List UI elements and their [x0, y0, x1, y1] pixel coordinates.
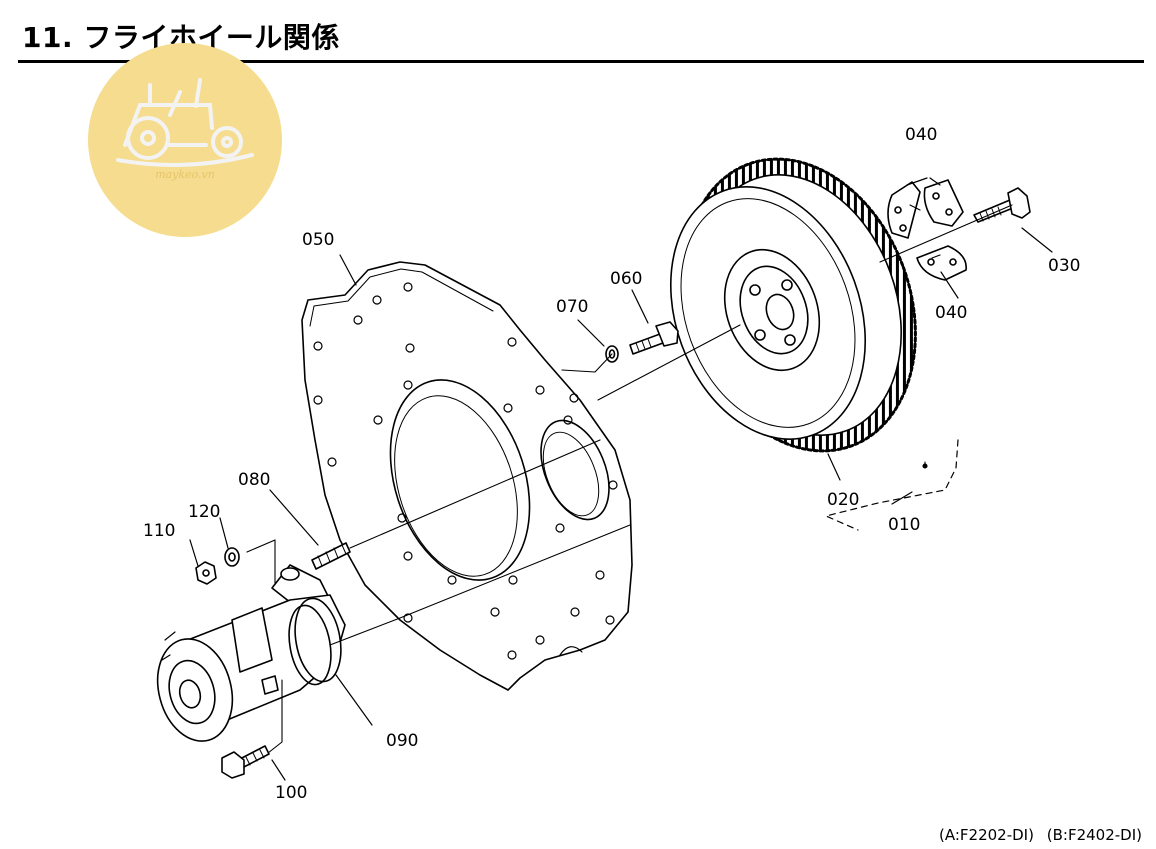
flywheel-housing-plate [301, 261, 633, 691]
spring-washer [224, 547, 240, 567]
callout-040-bottom: 040 [935, 303, 967, 323]
callout-020: 020 [827, 490, 859, 510]
hex-nut [195, 561, 217, 585]
callout-010: 010 [888, 515, 920, 535]
callout-090: 090 [386, 731, 418, 751]
watermark-text: maykeo.vn [155, 168, 215, 181]
callout-060: 060 [610, 269, 642, 289]
callout-080: 080 [238, 470, 270, 490]
callout-040-top: 040 [905, 125, 937, 145]
starter-bolt [221, 745, 270, 779]
assembly-lines [246, 204, 1013, 754]
stud-bolt [311, 542, 351, 570]
flywheel-ring-gear [669, 157, 917, 453]
callout-030: 030 [1048, 256, 1080, 276]
model-footnote: (A:F2202-DI) (B:F2402-DI) [931, 826, 1142, 844]
lock-plate-upper [887, 179, 964, 239]
watermark-logo: maykeo.vn [88, 43, 282, 237]
callout-050: 050 [302, 230, 334, 250]
model-a: (A:F2202-DI) [939, 826, 1034, 844]
callout-labels: 040 030 040 050 060 070 080 120 110 090 … [143, 125, 1080, 803]
callout-110: 110 [143, 521, 175, 541]
flywheel-bolt [973, 187, 1031, 223]
starter-motor [156, 564, 346, 742]
title-rule [18, 60, 1144, 63]
callout-120: 120 [188, 502, 220, 522]
leader-lines [189, 177, 1053, 781]
callout-100: 100 [275, 783, 307, 803]
callout-070: 070 [556, 297, 588, 317]
model-b: (B:F2402-DI) [1046, 826, 1142, 844]
housing-bolt [629, 321, 679, 355]
lock-plate-lower [916, 245, 967, 281]
